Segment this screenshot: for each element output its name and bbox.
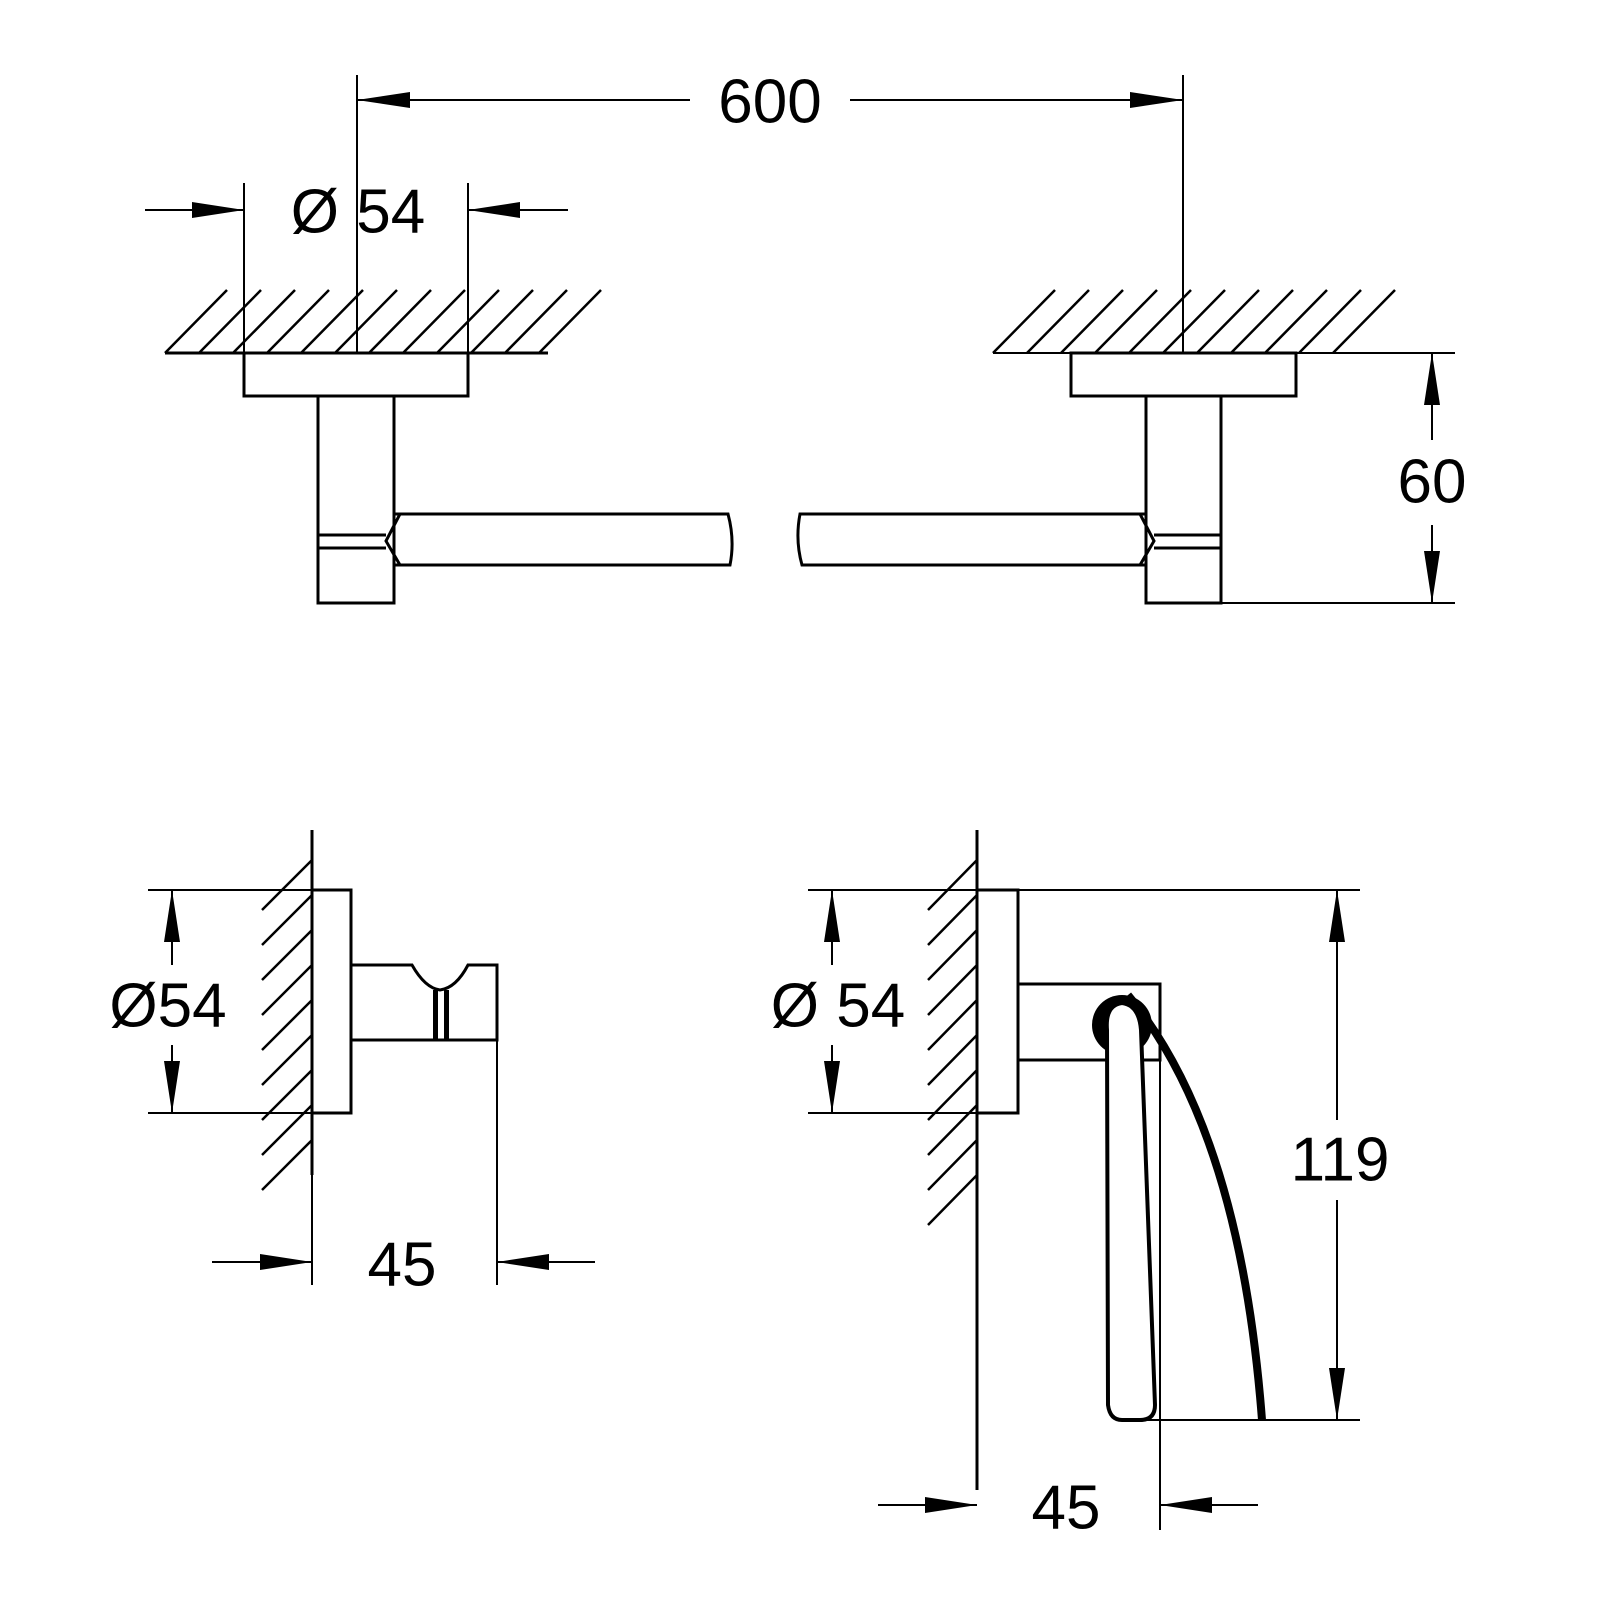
- hatch-line: [368, 289, 432, 354]
- hatch-line: [261, 1069, 313, 1121]
- hatch-line: [1094, 289, 1158, 354]
- hatch-line: [300, 289, 364, 354]
- hatch-line: [261, 894, 313, 946]
- hook-body: [351, 963, 499, 1042]
- hatch-line: [927, 929, 978, 981]
- hatch-line: [164, 289, 228, 354]
- hatch-line: [470, 289, 534, 354]
- hatch-line: [992, 289, 1056, 354]
- hook-diameter-dimension: Ø54: [109, 972, 226, 1041]
- hatch-line: [927, 964, 978, 1016]
- hook-projection-dimension: 45: [368, 1231, 437, 1300]
- hatch-line: [261, 964, 313, 1016]
- left-rosette: [242, 351, 470, 398]
- robe-hook-drawing: 45 Ø54: [109, 830, 595, 1300]
- holder-projection-dimension: 45: [1032, 1474, 1101, 1543]
- hatch-line: [1162, 289, 1226, 354]
- hatch-line: [266, 289, 330, 354]
- hatch-line: [261, 999, 313, 1051]
- towel-bar-drawing: 600 Ø 54 60: [145, 68, 1467, 605]
- length-dimension: 600: [718, 68, 821, 137]
- hatch-line: [927, 1034, 978, 1086]
- hook-rosette: [310, 888, 353, 1115]
- hatch-line: [261, 1139, 313, 1191]
- hatch-line: [1060, 289, 1124, 354]
- hatch-line: [198, 289, 262, 354]
- hatch-line: [1196, 289, 1260, 354]
- left-post: [316, 394, 396, 605]
- hatch-line: [1128, 289, 1192, 354]
- hatch-line: [334, 289, 398, 354]
- hatch-line: [927, 1139, 978, 1191]
- hatch-line: [1026, 289, 1090, 354]
- hatch-line: [538, 289, 602, 354]
- right-rosette: [1069, 351, 1298, 398]
- hatch-line: [1230, 289, 1294, 354]
- roll-bar: [1104, 1000, 1158, 1422]
- paper-holder-drawing: 119 45 Ø 54: [771, 830, 1390, 1543]
- hatch-line: [1298, 289, 1362, 354]
- hatch-line: [261, 859, 313, 911]
- rosette-diameter-dimension: Ø 54: [291, 178, 425, 247]
- hatch-line: [232, 289, 296, 354]
- hatch-line: [402, 289, 466, 354]
- holder-diameter-dimension: Ø 54: [771, 972, 905, 1041]
- hatch-line: [261, 1034, 313, 1086]
- hatch-line: [927, 894, 978, 946]
- right-bar-segment: [796, 512, 1140, 567]
- left-connector: [384, 512, 403, 567]
- hatch-line: [927, 999, 978, 1051]
- hatch-line: [1264, 289, 1328, 354]
- hatch-line: [1332, 289, 1396, 354]
- right-connector: [1137, 512, 1156, 567]
- hatch-line: [504, 289, 568, 354]
- holder-flap: [1124, 992, 1266, 1421]
- hatch-line: [927, 1174, 978, 1226]
- holder-arm: [1016, 982, 1162, 1062]
- holder-height-dimension: 119: [1291, 1126, 1390, 1195]
- hatch-line: [927, 1069, 978, 1121]
- left-bar-segment: [400, 512, 734, 567]
- holder-rosette: [975, 888, 1020, 1115]
- hatch-line: [927, 859, 978, 911]
- projection-dimension: 60: [1398, 448, 1467, 517]
- right-post: [1144, 394, 1223, 605]
- hatch-line: [261, 929, 313, 981]
- wall-hatching: [164, 289, 1396, 1226]
